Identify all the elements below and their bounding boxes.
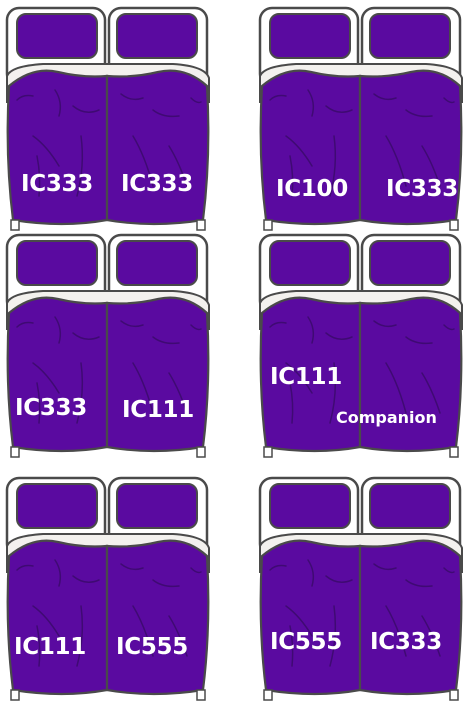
bed-config-3: IC333 IC111	[3, 233, 213, 459]
right-side-label: IC333	[386, 178, 458, 201]
right-duvet	[360, 541, 461, 694]
left-pillow	[17, 484, 97, 528]
right-side-label: IC333	[121, 173, 193, 196]
right-duvet	[107, 298, 208, 451]
right-side-label: IC111	[122, 399, 194, 422]
bed-config-5: IC111 IC555	[3, 476, 213, 702]
right-duvet	[107, 541, 208, 694]
bed-config-1: IC333 IC333	[3, 6, 213, 232]
left-side-label: IC333	[21, 173, 93, 196]
left-side-label: IC333	[15, 397, 87, 420]
right-side-label: IC555	[116, 636, 188, 659]
left-pillow	[270, 484, 350, 528]
right-duvet	[107, 71, 208, 224]
bed-illustration	[256, 476, 466, 702]
bed-illustration	[3, 233, 213, 459]
left-side-label: IC555	[270, 631, 342, 654]
right-pillow	[117, 14, 197, 58]
right-side-label: Companion	[336, 410, 437, 426]
right-pillow	[117, 241, 197, 285]
left-pillow	[270, 241, 350, 285]
left-side-label: IC111	[14, 636, 86, 659]
right-pillow	[370, 484, 450, 528]
bed-config-2: IC100 IC333	[256, 6, 466, 232]
left-side-label: IC100	[276, 178, 348, 201]
left-pillow	[17, 241, 97, 285]
bed-illustration	[3, 476, 213, 702]
bed-config-6: IC555 IC333	[256, 476, 466, 702]
right-duvet	[360, 298, 461, 451]
left-side-label: IC111	[270, 366, 342, 389]
right-pillow	[117, 484, 197, 528]
bed-illustration	[3, 6, 213, 232]
right-pillow	[370, 14, 450, 58]
left-pillow	[17, 14, 97, 58]
right-side-label: IC333	[370, 631, 442, 654]
bed-config-4: IC111 Companion	[256, 233, 466, 459]
right-pillow	[370, 241, 450, 285]
left-pillow	[270, 14, 350, 58]
